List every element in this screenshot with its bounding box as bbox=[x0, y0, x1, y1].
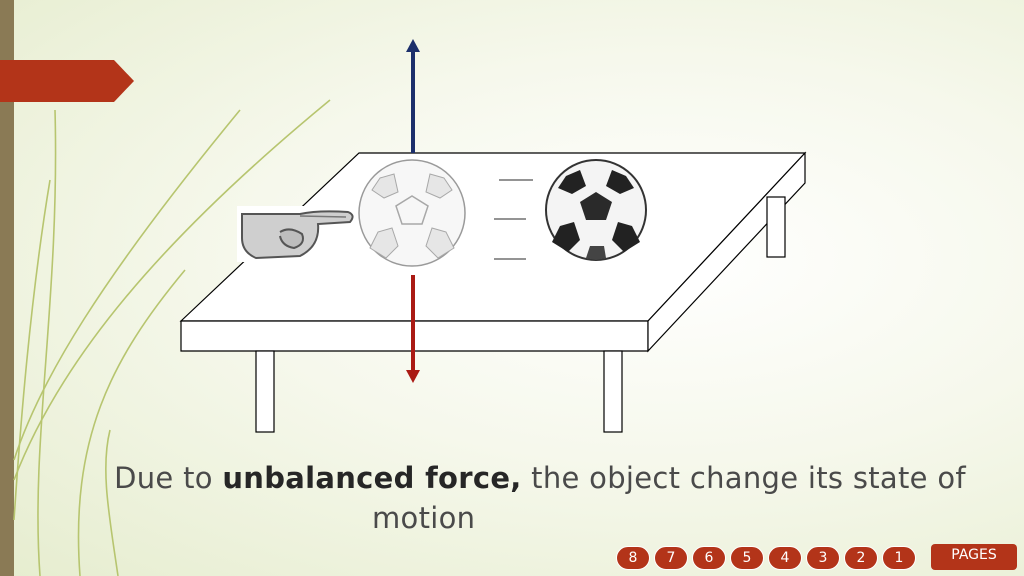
page-button-4[interactable]: 4 bbox=[768, 546, 802, 570]
table-side-edge bbox=[647, 151, 806, 353]
table bbox=[179, 151, 807, 433]
caption-line-1: Due to unbalanced force, the object chan… bbox=[100, 458, 980, 498]
pointing-hand-icon bbox=[237, 206, 359, 262]
page-button-7[interactable]: 7 bbox=[654, 546, 688, 570]
motion-lines bbox=[494, 179, 533, 260]
page-button-8[interactable]: 8 bbox=[616, 546, 650, 570]
title-tag-shape bbox=[0, 60, 134, 102]
table-leg-back-right bbox=[766, 196, 786, 258]
page-button-2[interactable]: 2 bbox=[844, 546, 878, 570]
upward-force-arrow bbox=[406, 39, 420, 153]
table-leg-front-left bbox=[255, 350, 275, 433]
soccer-ball-faded-icon bbox=[358, 157, 466, 271]
table-leg-front-right bbox=[603, 350, 623, 433]
page-button-1[interactable]: 1 bbox=[882, 546, 916, 570]
caption-text: Due to bbox=[114, 461, 223, 495]
page-button-5[interactable]: 5 bbox=[730, 546, 764, 570]
slide-caption: Due to unbalanced force, the object chan… bbox=[100, 458, 980, 538]
pages-button[interactable]: PAGES bbox=[931, 544, 1017, 570]
caption-emphasis: unbalanced force, bbox=[222, 461, 522, 495]
downward-force-arrow bbox=[406, 275, 420, 383]
soccer-ball-icon bbox=[545, 159, 647, 261]
caption-line-2: motion bbox=[372, 501, 476, 535]
page-button-3[interactable]: 3 bbox=[806, 546, 840, 570]
caption-text-end: the object change its state of bbox=[521, 461, 966, 495]
decorative-leaf-lines bbox=[13, 99, 331, 576]
left-decor-bar bbox=[0, 0, 14, 576]
page-button-6[interactable]: 6 bbox=[692, 546, 726, 570]
